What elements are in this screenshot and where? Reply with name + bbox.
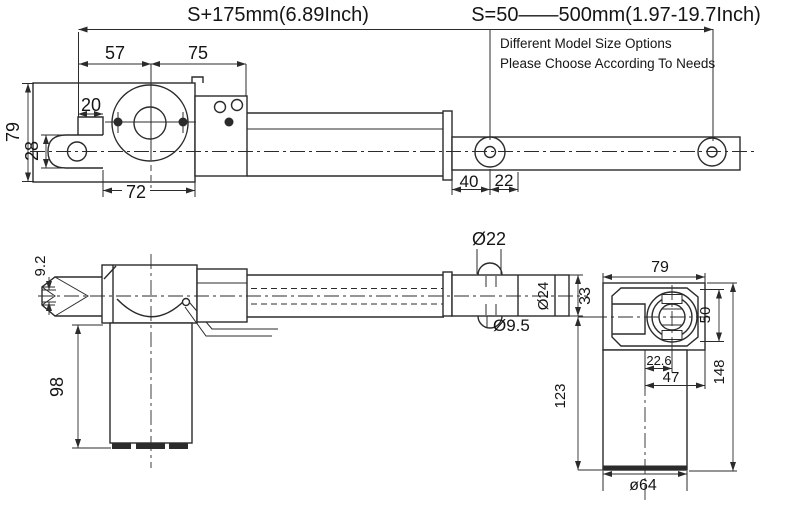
dim-40-label: 40 [460, 172, 479, 191]
dim-123: 123 [552, 316, 603, 471]
gearbox-chamfer-outline [611, 287, 699, 347]
dim-dia64: ø64 [602, 471, 688, 494]
dim-50: 50 [697, 289, 724, 342]
body-length-title: S+175mm(6.89Inch) [187, 4, 369, 26]
dim-dia9-5-label: Ø9.5 [493, 316, 530, 335]
gearbox-slot [612, 303, 646, 335]
tube-end-cap-top [442, 110, 453, 181]
dim-98-label: 98 [47, 377, 67, 397]
dim-20-label: 20 [81, 95, 101, 115]
dim-57-75: 57 75 [79, 43, 247, 96]
outer-tube-top [247, 110, 453, 181]
dim-22-label: 22 [495, 171, 514, 190]
dim-75-label: 75 [188, 43, 208, 63]
dim-33-label: 33 [577, 287, 594, 305]
dim-28: 28 [22, 134, 64, 169]
dim-9-2: 9.2 [32, 256, 56, 315]
side-view: 9.2 98 Ø22 Ø24 Ø9.5 33 [32, 229, 594, 468]
dim-72-label: 72 [126, 182, 146, 202]
dim-22-6-label: 22.6 [646, 353, 671, 368]
cable-gland [181, 297, 191, 307]
note-line-1: Different Model Size Options [500, 36, 672, 51]
dim-20: 20 [78, 95, 103, 117]
dim-98: 98 [47, 324, 111, 449]
rod-end-fitting [451, 262, 570, 329]
front-clevis-side [41, 276, 103, 317]
stroke-range-title: S=50——500mm(1.97-19.7Inch) [471, 4, 761, 26]
end-view: 79 50 22.6 47 123 [552, 259, 737, 500]
dim-47: 47 [644, 350, 706, 389]
dim-dia22: Ø22 [472, 229, 506, 274]
housing-side [101, 264, 198, 324]
dim-47-label: 47 [663, 369, 680, 386]
note-line-2: Please Choose According To Needs [500, 56, 715, 71]
note-box: Different Model Size Options Please Choo… [500, 36, 715, 71]
screw-dot [113, 117, 123, 127]
top-view: S+175mm(6.89Inch) S=50——500mm(1.97-19.7I… [3, 4, 761, 202]
dim-148: 148 [689, 282, 737, 472]
dim-72: 72 [102, 170, 196, 202]
outer-tube-side [247, 271, 453, 318]
dim-33-side: 33 [569, 274, 594, 317]
switch-box-side [196, 268, 248, 323]
overall-dimension [78, 26, 714, 141]
dim-9-2-label: 9.2 [32, 256, 49, 277]
dim-79-end-label: 79 [651, 259, 669, 276]
dim-123-label: 123 [552, 383, 569, 408]
dim-dia24-label: Ø24 [535, 282, 552, 310]
motor-side [109, 254, 193, 468]
dim-22-6: 22.6 [644, 350, 673, 372]
dim-40-22: 40 22 [451, 169, 519, 195]
dim-dia64-label: ø64 [629, 477, 657, 494]
screw-dot [178, 117, 188, 127]
motor-circle-top [105, 64, 196, 188]
tube-end-cap-side [442, 271, 453, 317]
switch-screws [213, 98, 244, 127]
dim-28-label: 28 [22, 141, 42, 161]
dim-148-label: 148 [711, 359, 728, 384]
dim-79-top: 79 [3, 83, 34, 182]
dim-dia22-label: Ø22 [472, 229, 506, 249]
dim-50-label: 50 [697, 307, 714, 324]
dim-79-top-label: 79 [3, 122, 23, 142]
dim-57-label: 57 [105, 43, 125, 63]
dim-79-end: 79 [602, 259, 706, 283]
housing-tab [191, 76, 204, 83]
dim-dia9-5: Ø9.5 [486, 316, 530, 335]
